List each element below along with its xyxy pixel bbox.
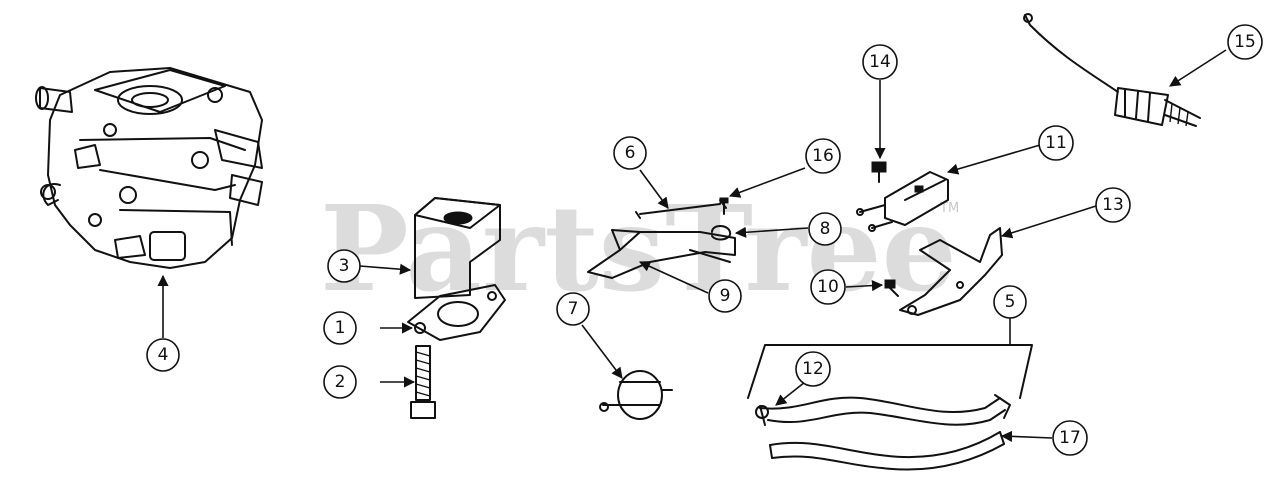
svg-text:12: 12 [802,359,824,379]
callout-11[interactable]: 11 [1038,125,1074,161]
leader-13 [1000,205,1097,239]
hoses-drawing [747,344,1033,471]
gasket-drawing [407,284,506,341]
leader-8 [734,226,809,238]
svg-text:6: 6 [625,143,636,163]
svg-text:9: 9 [720,286,731,306]
leader-3 [359,263,412,275]
callout-2[interactable]: 2 [323,365,357,399]
callout-14[interactable]: 14 [862,44,898,80]
svg-text:4: 4 [158,345,169,365]
callout-7[interactable]: 7 [556,292,590,326]
watermark-trademark: TM [939,201,959,216]
screw-drawing-16 [719,197,729,215]
svg-text:14: 14 [869,52,891,72]
spacer-block-drawing [414,197,501,299]
callout-5[interactable]: 5 [993,285,1027,319]
callout-15[interactable]: 15 [1227,24,1263,60]
callout-9[interactable]: 9 [708,279,742,313]
callout-8[interactable]: 8 [808,212,842,246]
callout-6[interactable]: 6 [613,136,647,170]
leader-17 [1000,430,1053,442]
svg-text:7: 7 [568,299,579,319]
leader-9 [638,261,709,294]
svg-text:17: 17 [1059,428,1081,448]
watermark-text: PartsTree [320,179,957,318]
leader-10 [845,279,884,292]
svg-text:3: 3 [339,256,350,276]
leader-lines [157,49,1227,442]
callout-3[interactable]: 3 [327,249,361,283]
switch-wire-drawing [1023,13,1201,127]
callout-16[interactable]: 16 [805,138,841,174]
fuel-filter-drawing [599,370,673,420]
svg-text:2: 2 [335,372,346,392]
callout-13[interactable]: 13 [1095,187,1131,223]
svg-text:8: 8 [820,219,831,239]
bolt-drawing [410,345,436,419]
fuel-pump-drawing [856,171,949,232]
clip-drawing [711,225,732,241]
svg-text:13: 13 [1102,195,1124,215]
watermark: PartsTree TM [320,179,959,318]
svg-text:16: 16 [812,146,834,166]
leader-7 [581,324,623,379]
callout-17[interactable]: 17 [1052,420,1088,456]
carburetor-drawing [35,67,263,269]
svg-text:15: 15 [1234,32,1256,52]
leader-16 [728,167,806,198]
mount-bracket-drawing [899,227,1003,316]
bracket-drawing [587,229,736,279]
callout-1[interactable]: 1 [323,311,357,345]
leader-15 [1169,49,1227,87]
leader-6 [639,169,669,209]
svg-text:5: 5 [1005,292,1016,312]
screw-drawing-10 [884,279,899,297]
svg-text:1: 1 [335,318,346,338]
callout-10[interactable]: 10 [810,269,846,305]
leader-11 [946,144,1041,175]
leader-12 [775,381,806,406]
svg-text:11: 11 [1045,133,1067,153]
svg-text:10: 10 [817,277,839,297]
screw-drawing-14 [871,161,887,183]
callout-12[interactable]: 12 [795,351,831,387]
callout-4[interactable]: 4 [146,338,180,372]
